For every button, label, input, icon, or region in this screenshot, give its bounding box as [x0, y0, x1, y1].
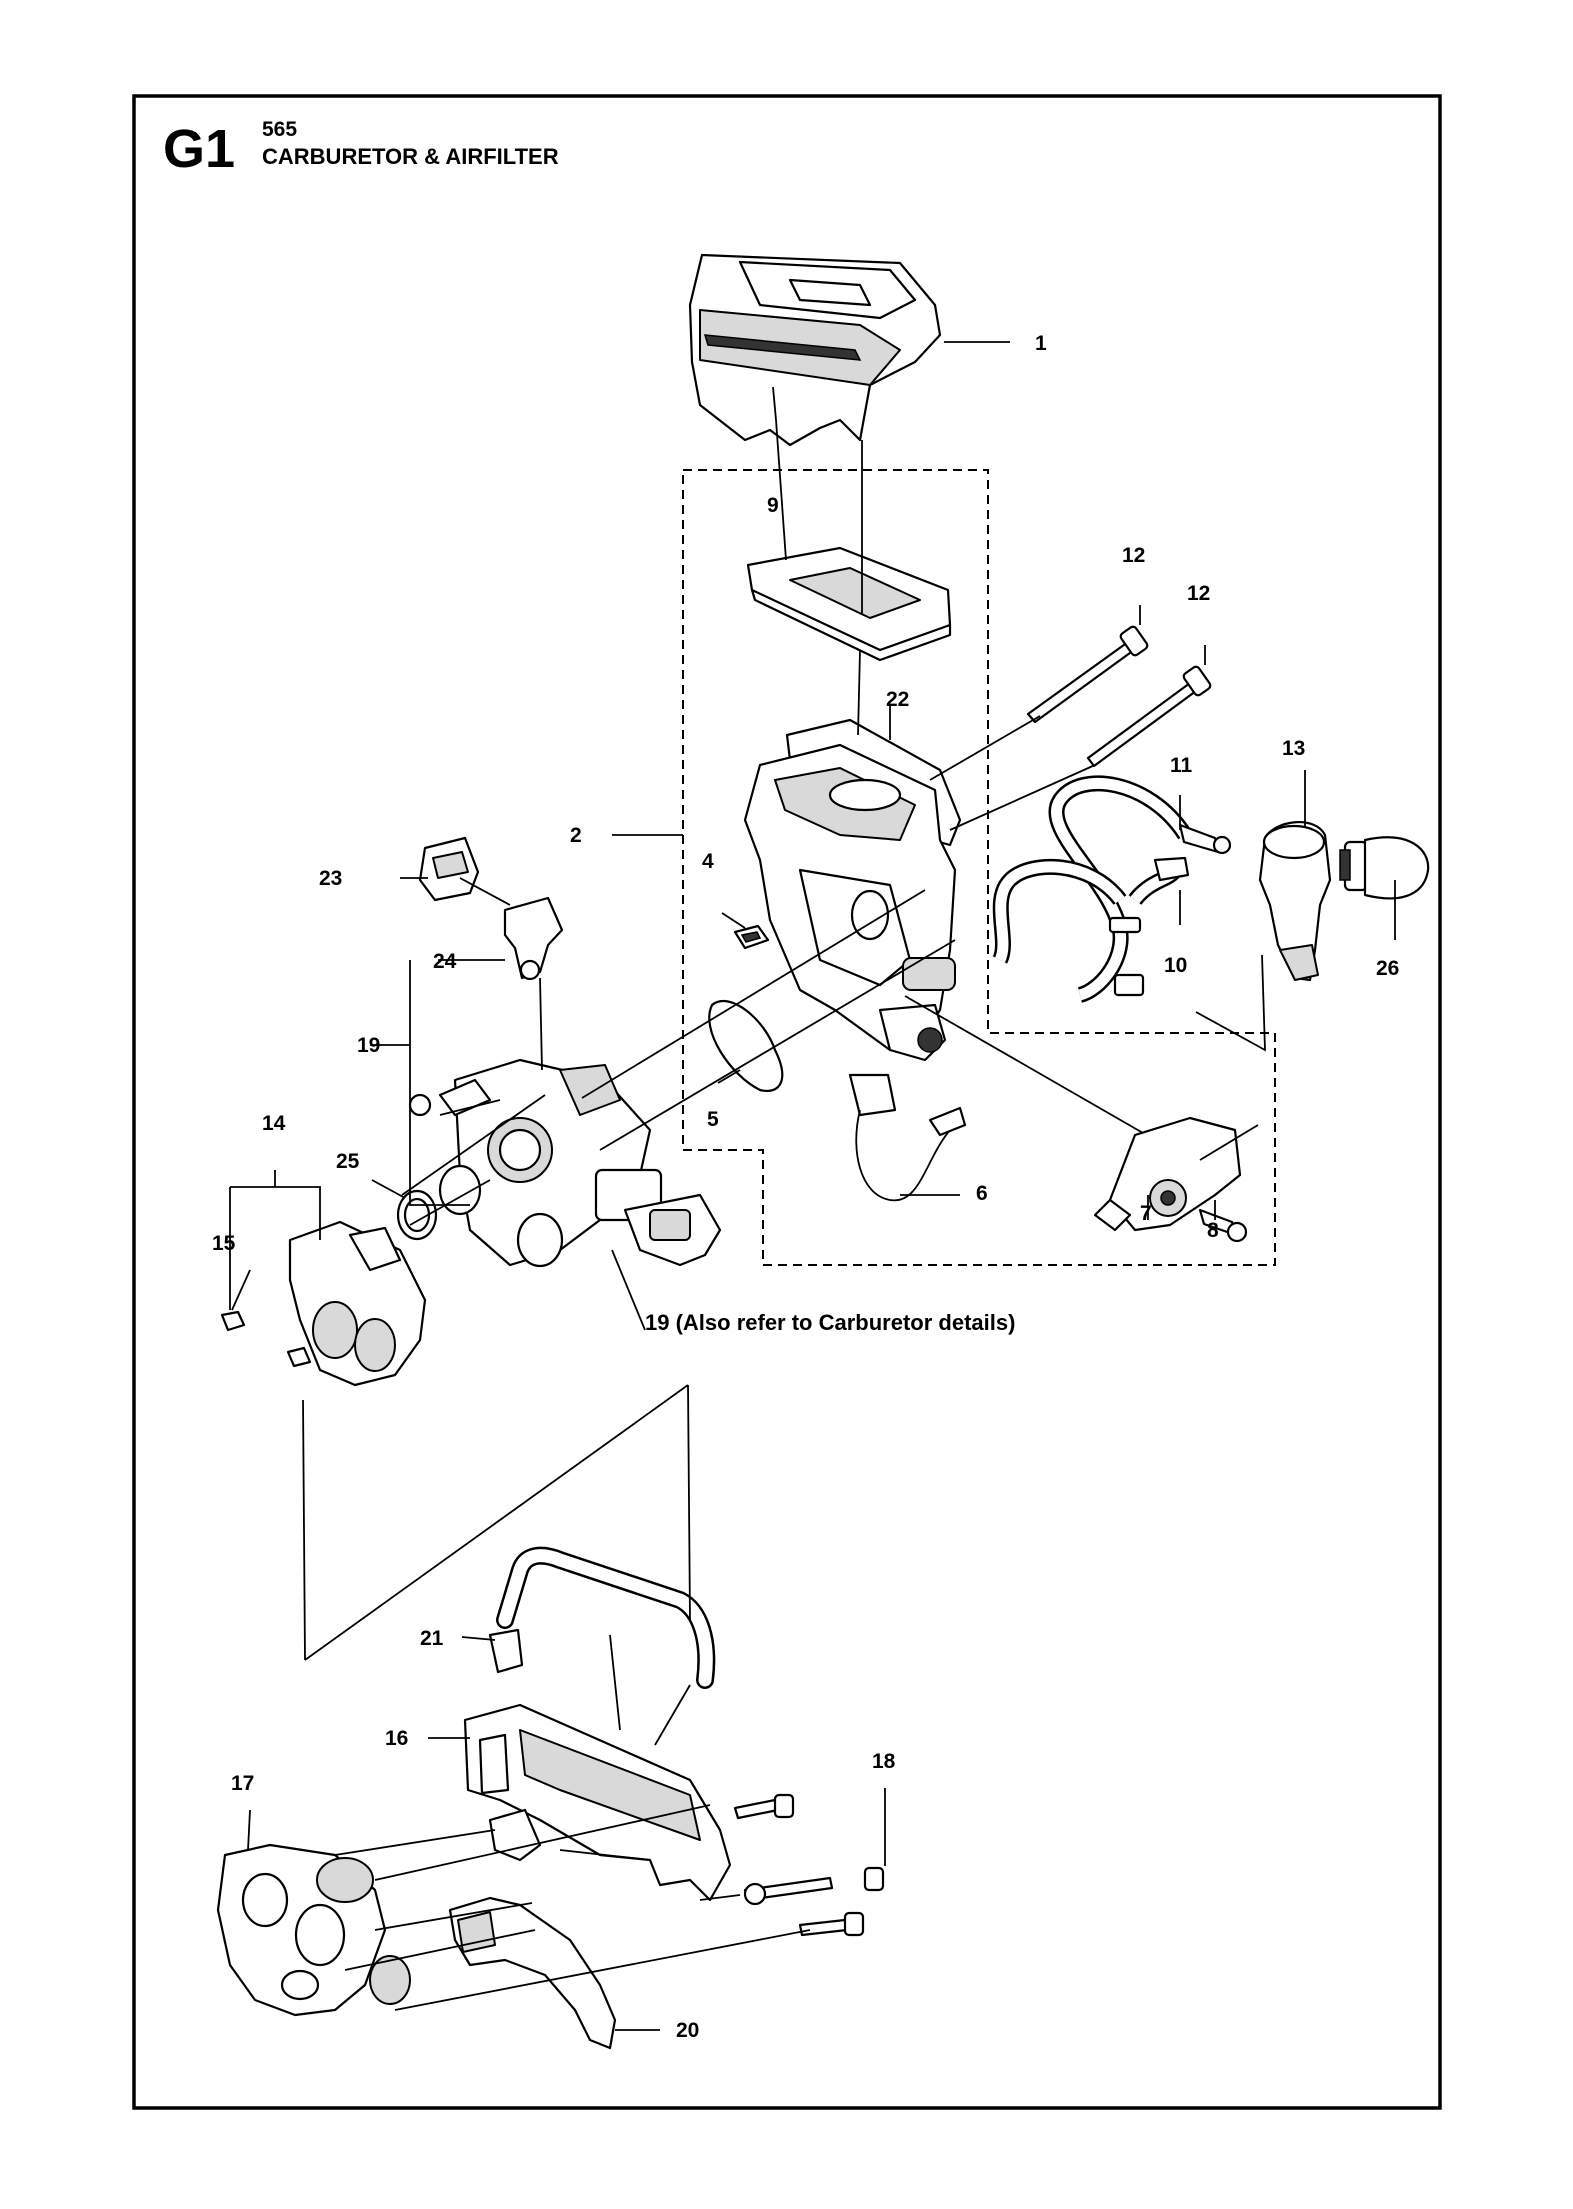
section-title: CARBURETOR & AIRFILTER [262, 144, 559, 169]
subassembly-dashed-outline [682, 469, 1276, 1266]
page-frame [132, 94, 1442, 2110]
primer-housing [1258, 821, 1332, 982]
callout-6: 6 [976, 1182, 988, 1205]
connector-23 [418, 836, 480, 902]
callout-14: 14 [262, 1112, 286, 1135]
model-number: 565 [262, 118, 297, 141]
callout-21: 21 [420, 1627, 444, 1650]
intake-ring-25 [396, 1189, 438, 1241]
air-filter-cover [688, 253, 942, 447]
screw-8 [1198, 1208, 1248, 1243]
small-gasket [733, 924, 770, 950]
callout-17: 17 [231, 1772, 254, 1795]
nut-15a [220, 1310, 246, 1332]
nut-15b [286, 1346, 312, 1368]
callout-8: 8 [1207, 1219, 1219, 1242]
callout-12a: 12 [1122, 544, 1145, 567]
bolt-18b [743, 1866, 885, 1906]
callout-5: 5 [707, 1108, 719, 1131]
callout-20: 20 [676, 2019, 699, 2042]
air-filter-element [746, 546, 952, 662]
callout-15: 15 [212, 1232, 236, 1255]
callout-11: 11 [1170, 754, 1193, 777]
bolt-18c [798, 1911, 865, 1937]
carburetor-reference-note: 19 (Also refer to Carburetor details) [645, 1310, 1015, 1335]
wire-connector [848, 1073, 967, 1202]
callout-22: 22 [886, 688, 909, 711]
fuel-hose-11 [992, 775, 1232, 1003]
sensor-24 [503, 896, 564, 981]
flange-17 [216, 1843, 411, 2017]
fuel-hose-10 [1128, 856, 1190, 906]
callout-2: 2 [570, 824, 582, 847]
callout-18: 18 [872, 1750, 896, 1773]
callout-24: 24 [433, 950, 457, 973]
callout-12b: 12 [1187, 582, 1210, 605]
primer-bulb [1339, 836, 1430, 900]
bolt-18a [733, 1793, 795, 1820]
long-bolt-2 [1086, 665, 1212, 768]
callout-10: 10 [1164, 954, 1187, 977]
section-code: G1 [163, 119, 235, 179]
callout-13: 13 [1282, 737, 1305, 760]
intake-manifold-14 [288, 1220, 427, 1387]
callout-1: 1 [1035, 332, 1047, 355]
choke-bracket [1093, 1116, 1242, 1232]
bracket-20 [448, 1896, 617, 2050]
o-ring [708, 999, 784, 1093]
air-intake-housing [743, 743, 957, 1062]
callout-26: 26 [1376, 957, 1399, 980]
callout-19: 19 [357, 1034, 380, 1057]
callout-7: 7 [1140, 1202, 1152, 1225]
seal-21 [488, 1546, 716, 1689]
callout-25: 25 [336, 1150, 360, 1173]
callout-23: 23 [319, 867, 342, 890]
callout-9: 9 [767, 494, 779, 517]
callout-16: 16 [385, 1727, 408, 1750]
carburetor [408, 1058, 722, 1268]
intake-cover-16 [463, 1703, 732, 1902]
leader-lines [229, 341, 1396, 2031]
long-bolt-1 [1026, 625, 1149, 724]
callout-4: 4 [702, 850, 714, 873]
callout-labels: 1 2 4 5 6 7 8 9 10 11 12 12 13 14 15 16 … [212, 332, 1399, 2042]
